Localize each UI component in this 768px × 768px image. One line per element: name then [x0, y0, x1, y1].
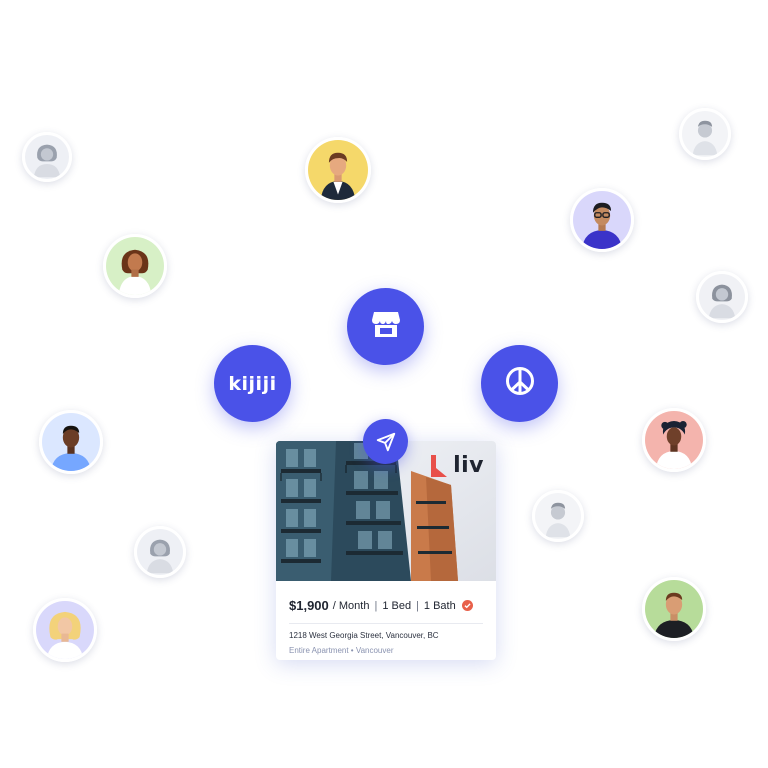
- listing-address: 1218 West Georgia Street, Vancouver, BC: [289, 631, 439, 640]
- verified-check-icon: [461, 600, 473, 611]
- avatar-woman-blonde: [33, 598, 97, 662]
- avatar-man-blue: [39, 410, 103, 474]
- listing-period: / Month: [332, 599, 370, 612]
- send-button[interactable]: [363, 419, 408, 464]
- kijiji-channel-button[interactable]: kijiji: [214, 345, 291, 422]
- avatar-grey-woman-1: [22, 132, 72, 182]
- price-line: $1,900 / Month | 1 Bed | 1 Bath: [289, 598, 483, 613]
- listing-info: $1,900 / Month | 1 Bed | 1 Bath 1218 Wes…: [289, 598, 483, 655]
- send-icon: [376, 432, 395, 451]
- liv-brand-logo: liv: [431, 453, 484, 478]
- avatar-man-yellow: [305, 137, 371, 203]
- listing-beds: 1 Bed: [382, 599, 412, 612]
- separator: |: [374, 599, 378, 612]
- listing-card[interactable]: liv $1,900 / Month | 1 Bed | 1 Bath 1218…: [276, 441, 496, 660]
- kijiji-logo-icon: kijiji: [228, 372, 277, 395]
- listing-baths: 1 Bath: [423, 599, 456, 612]
- avatar-grey-woman-bottomleft: [134, 526, 186, 578]
- separator: |: [416, 599, 419, 612]
- peace-sign-icon: [505, 366, 535, 401]
- marketplace-channel-button[interactable]: [347, 288, 424, 365]
- divider: [289, 623, 483, 624]
- avatar-woman-red: [642, 408, 706, 472]
- listing-price: $1,900: [289, 598, 329, 613]
- storefront-icon: [371, 310, 401, 343]
- liv-brand-text: liv: [453, 453, 484, 478]
- liv-mark-icon: [431, 454, 448, 477]
- avatar-woman-green: [103, 234, 167, 298]
- avatar-grey-man-topright: [679, 108, 731, 160]
- avatar-grey-man-right: [532, 490, 584, 542]
- avatar-grey-woman-right: [696, 271, 748, 323]
- listing-photo: liv: [276, 441, 496, 581]
- listing-type-location: Entire Apartment • Vancouver: [289, 646, 394, 655]
- craigslist-channel-button[interactable]: [481, 345, 558, 422]
- avatar-man-green: [642, 577, 706, 641]
- avatar-man-glasses-purple: [570, 188, 634, 252]
